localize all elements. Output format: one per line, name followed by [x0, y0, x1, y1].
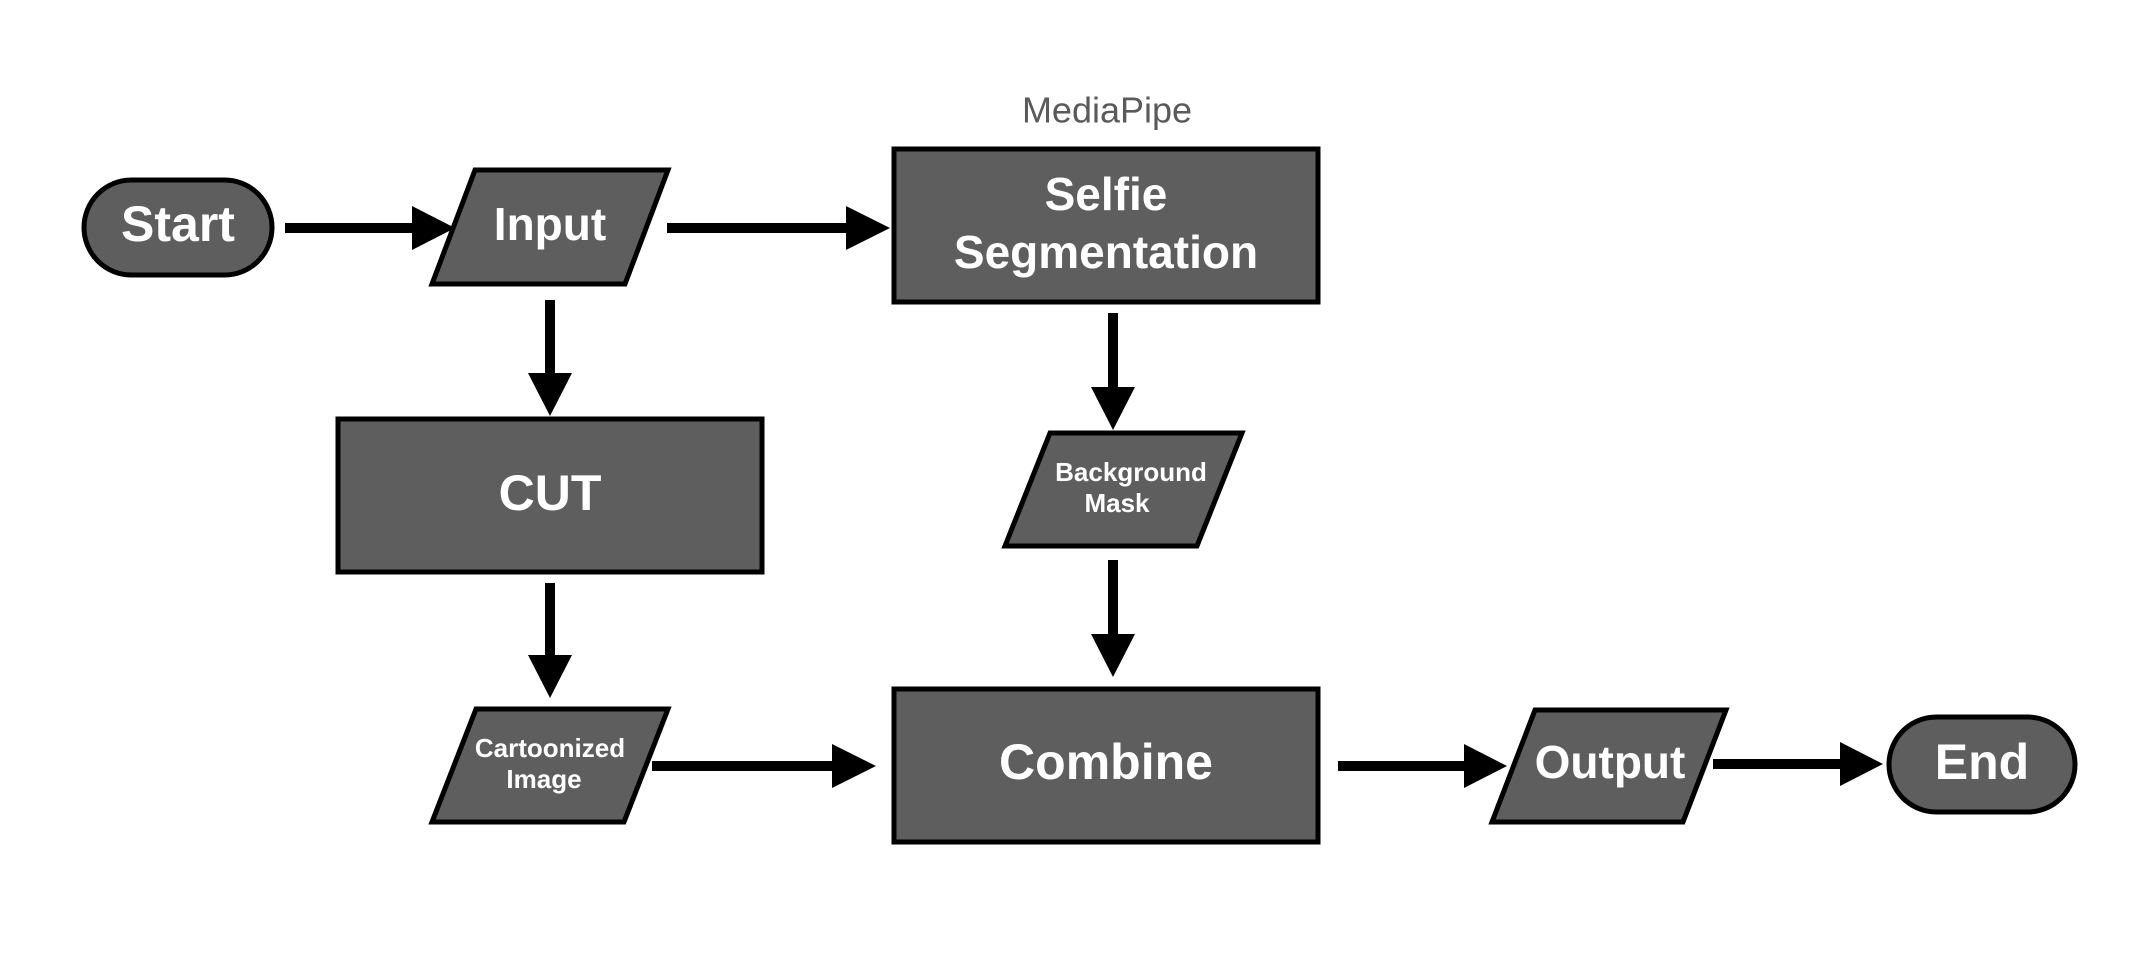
start-node: Start [81, 177, 275, 278]
arrow-input-to-cut [528, 300, 572, 416]
combine-node: Combine [891, 686, 1321, 845]
background-mask-label-line2: Mask [1084, 488, 1150, 518]
output-label: Output [1535, 736, 1686, 788]
background-mask-node: Background Mask [1001, 430, 1246, 549]
background-mask-label-line1: Background [1055, 457, 1207, 487]
selfie-segmentation-node: Selfie Segmentation [891, 146, 1321, 305]
output-node: Output [1488, 707, 1730, 825]
input-label: Input [494, 198, 606, 250]
selfie-label-line1: Selfie [1045, 168, 1168, 220]
arrow-cut-to-cartoonized-image [528, 583, 572, 698]
cartoonized-label-line2: Image [506, 764, 581, 794]
start-label: Start [121, 196, 235, 252]
mediapipe-caption: MediaPipe [1022, 90, 1192, 131]
cut-label: CUT [499, 465, 602, 521]
arrow-cartoonized-image-to-combine [652, 744, 876, 788]
input-node: Input [428, 167, 672, 287]
arrow-selfie-segmentation-to-background-mask [1091, 313, 1135, 430]
cartoonized-label-line1: Cartoonized [475, 733, 625, 763]
end-label: End [1935, 734, 2029, 790]
arrow-input-to-selfie-segmentation [667, 206, 890, 250]
cartoonized-image-node: Cartoonized Image [428, 706, 672, 825]
arrow-start-to-input [285, 206, 455, 250]
combine-label: Combine [999, 734, 1213, 790]
arrow-background-mask-to-combine [1091, 560, 1135, 677]
arrow-combine-to-output [1338, 744, 1507, 788]
selfie-label-line2: Segmentation [954, 226, 1258, 278]
end-node: End [1886, 714, 2078, 815]
cut-node: CUT [335, 416, 765, 575]
arrow-output-to-end [1713, 742, 1883, 786]
